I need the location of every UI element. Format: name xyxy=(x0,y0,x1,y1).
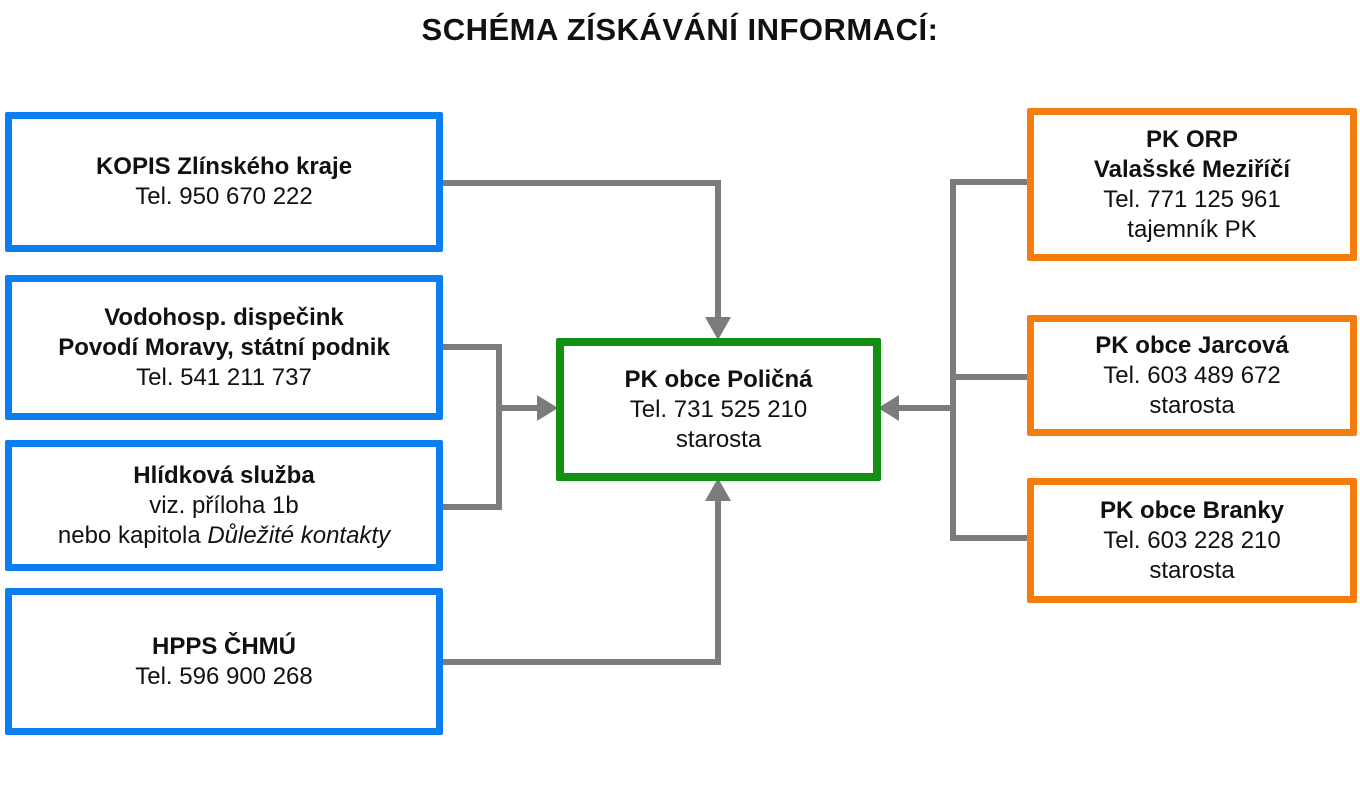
node-note: viz. příloha 1b xyxy=(149,491,299,519)
node-title: Vodohosp. dispečink xyxy=(104,303,344,331)
connector-right-rail xyxy=(950,179,1027,541)
node-phone: Tel. 603 228 210 xyxy=(1103,526,1281,554)
arrow-up-icon xyxy=(705,478,731,501)
node-title: PK obce Poličná xyxy=(624,365,813,393)
node-title: KOPIS Zlínského kraje xyxy=(95,153,353,180)
node-pk-obce-branky: PK obce Branky Tel. 603 228 210 starosta xyxy=(1027,478,1357,603)
node-phone: Tel. 771 125 961 xyxy=(1103,185,1281,213)
node-role: tajemník PK xyxy=(1127,215,1257,243)
node-title: PK obce Jarcová xyxy=(1095,331,1289,359)
arrow-right-icon xyxy=(537,395,558,421)
node-phone: Tel. 596 900 268 xyxy=(135,662,313,690)
node-vodohosp-dispecink: Vodohosp. dispečink Povodí Moravy, státn… xyxy=(5,275,443,420)
node-pk-obce-policna: PK obce Poličná Tel. 731 525 210 starost… xyxy=(556,338,881,481)
node-role: starosta xyxy=(1149,556,1235,584)
node-pk-obce-jarcova: PK obce Jarcová Tel. 603 489 672 starost… xyxy=(1027,315,1357,436)
connector-kopis-to-policna xyxy=(443,180,721,317)
arrow-down-icon xyxy=(705,317,731,340)
node-phone: Tel. 950 670 222 xyxy=(135,183,313,210)
node-title: Hlídková služba xyxy=(133,461,315,489)
connector-hpps-to-policna xyxy=(443,501,721,665)
node-title: PK ORP xyxy=(1145,125,1238,153)
node-subtitle: Povodí Moravy, státní podnik xyxy=(58,333,390,361)
node-note-2: nebo kapitola Důležité kontakty xyxy=(58,521,390,551)
node-phone: Tel. 603 489 672 xyxy=(1103,361,1281,389)
arrow-left-icon xyxy=(878,395,899,421)
node-title: PK obce Branky xyxy=(1099,496,1285,524)
node-kopis: KOPIS Zlínského kraje Tel. 950 670 222 xyxy=(5,112,443,252)
node-phone: Tel. 731 525 210 xyxy=(629,395,808,423)
node-role: starosta xyxy=(1149,391,1235,419)
node-title: HPPS ČHMÚ xyxy=(151,632,296,660)
node-hpps-chmu: HPPS ČHMÚ Tel. 596 900 268 xyxy=(5,588,443,735)
node-pk-orp-valasske-mezirici: PK ORP Valašské Meziříčí Tel. 771 125 96… xyxy=(1027,108,1357,261)
page-title: SCHÉMA ZÍSKÁVÁNÍ INFORMACÍ: xyxy=(421,12,939,47)
node-role: starosta xyxy=(675,425,762,453)
node-phone: Tel. 541 211 737 xyxy=(136,363,312,391)
note-prefix: nebo kapitola xyxy=(57,521,208,549)
connector-vodohosp-hlidkova-junction xyxy=(443,344,502,510)
note-italic: Důležité kontakty xyxy=(207,521,391,549)
node-hlidkova-sluzba: Hlídková služba viz. příloha 1b nebo kap… xyxy=(5,440,443,571)
node-subtitle: Valašské Meziříčí xyxy=(1093,155,1291,183)
